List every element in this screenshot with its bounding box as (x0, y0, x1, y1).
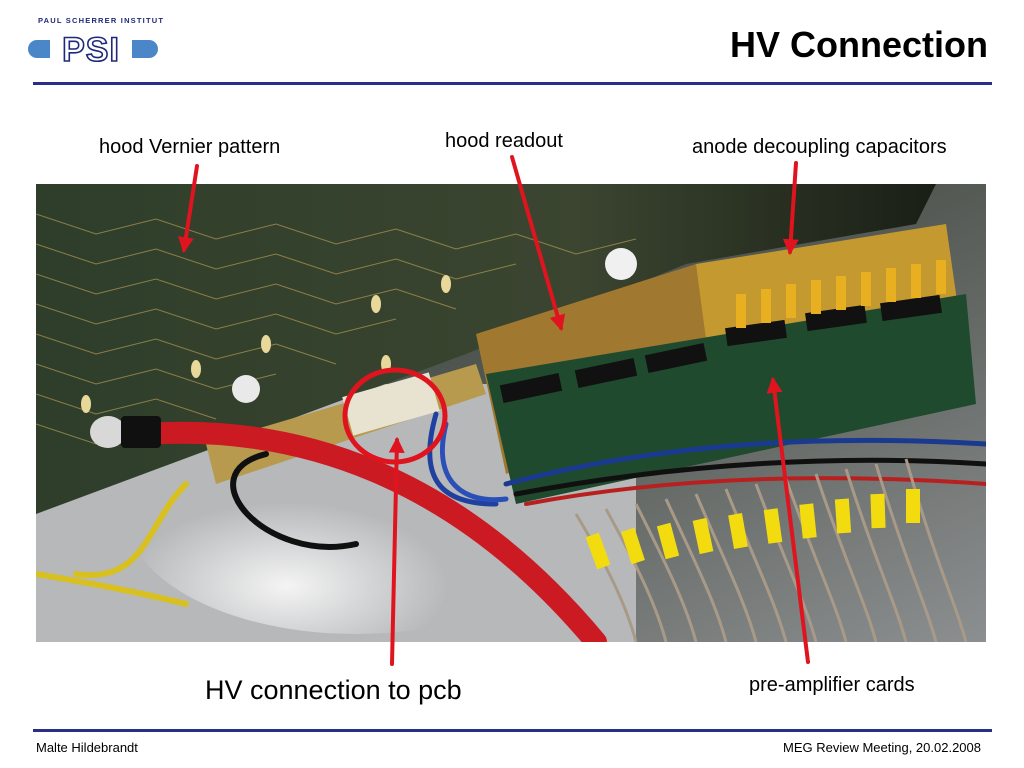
label-anode-decoupling-capacitors: anode decoupling capacitors (692, 136, 947, 158)
logo-mark-text: PSI (62, 31, 120, 69)
logo-organization: PAUL SCHERRER INSTITUT (38, 16, 165, 25)
psi-logo-mark: PSI (28, 30, 158, 70)
psi-logo: PAUL SCHERRER INSTITUT PSI (28, 16, 163, 72)
chamber-photo (36, 184, 986, 642)
label-hood-readout: hood readout (445, 130, 563, 152)
label-hood-vernier-pattern: hood Vernier pattern (99, 136, 281, 158)
footer-rule (33, 729, 992, 732)
label-pre-amplifier-cards: pre-amplifier cards (749, 674, 915, 696)
header-rule (33, 82, 992, 85)
slide-title: HV Connection (730, 24, 988, 65)
footer-event: MEG Review Meeting, 20.02.2008 (783, 740, 981, 755)
label-hv-connection-to-pcb: HV connection to pcb (205, 675, 462, 705)
footer-author: Malte Hildebrandt (36, 740, 138, 755)
